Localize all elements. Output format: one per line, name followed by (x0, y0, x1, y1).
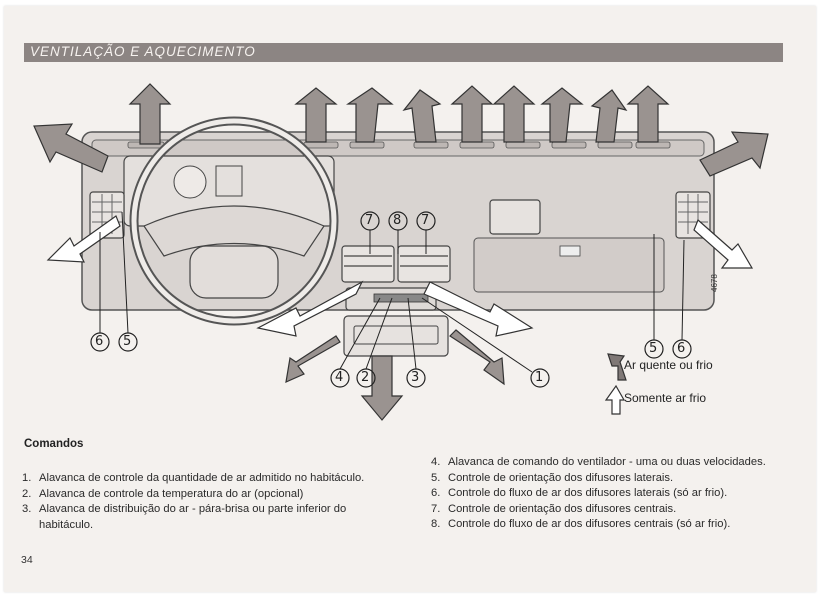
section-title: VENTILAÇÃO E AQUECIMENTO (30, 44, 256, 59)
callout-4: 4 (335, 370, 344, 385)
callout-5-right: 5 (649, 341, 658, 356)
commands-list-left: 1.Alavanca de controle da quantidade de … (22, 471, 382, 533)
cold-legend-arrow (604, 384, 626, 415)
warm-legend-arrow (607, 353, 627, 381)
list-item: 3.Alavanca de distribuição do ar - pára-… (22, 503, 347, 531)
callout-2: 2 (361, 370, 370, 385)
commands-heading: Comandos (24, 438, 84, 450)
radio-faceplate (353, 325, 439, 345)
callout-1: 1 (535, 370, 544, 385)
callout-7-left: 7 (365, 213, 374, 228)
glovebox (473, 237, 665, 293)
speedometer-dial (173, 165, 207, 199)
list-item: 8.Controle do fluxo de ar dos difusores … (431, 518, 731, 530)
list-item: 2.Alavanca de controle da temperatura do… (22, 487, 304, 500)
legend-warm-label: Ar quente ou frio (624, 358, 713, 372)
callout-8: 8 (393, 213, 402, 228)
list-item: 7.Controle de orientação dos difusores c… (431, 502, 677, 515)
glovebox-latch (489, 199, 541, 235)
legend-cold-label: Somente ar frio (624, 391, 707, 405)
dashboard-illustration (33, 83, 769, 421)
center-diffusers (341, 245, 451, 283)
list-item: 1.Alavanca de controle da quantidade de … (22, 472, 365, 484)
leader-lines (99, 211, 685, 373)
list-item: 4.Alavanca de comando do ventilador - um… (431, 456, 766, 468)
control-sliders (373, 293, 429, 303)
callout-7-right: 7 (421, 213, 430, 228)
list-item: 6.Controle do fluxo de ar dos difusores … (431, 487, 728, 499)
commands-list-right: 4.Alavanca de comando do ventilador - um… (431, 455, 783, 533)
callout-6-left: 6 (95, 334, 104, 349)
gauge-grid (215, 165, 243, 197)
figure-number: 4678 (710, 274, 719, 292)
section-banner: VENTILAÇÃO E AQUECIMENTO (24, 43, 783, 62)
list-item: 5.Controle de orientação dos difusores l… (431, 471, 674, 484)
callout-3: 3 (411, 370, 420, 385)
steering-wheel (129, 116, 339, 326)
glovebox-handle (559, 245, 581, 257)
page-number: 34 (21, 554, 33, 566)
cold-air-arrows (46, 215, 754, 337)
radio-slot (343, 315, 449, 357)
manual-page: VENTILAÇÃO E AQUECIMENTO (4, 6, 816, 592)
callout-6-right: 6 (677, 341, 686, 356)
callout-5-left: 5 (123, 334, 132, 349)
